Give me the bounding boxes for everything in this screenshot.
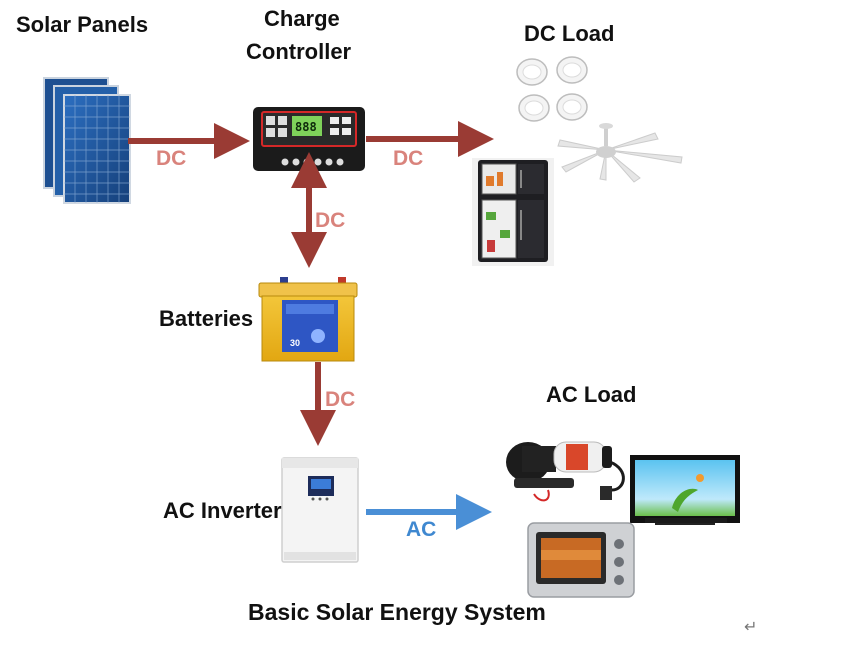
- dc-load-refrigerator-image: [472, 158, 554, 266]
- inverter-image: [281, 457, 359, 563]
- flow-label-inverter-ac-load: AC: [406, 518, 437, 541]
- flow-label-controller-dc-load: DC: [393, 147, 424, 170]
- ac-load-label: AC Load: [546, 382, 637, 407]
- ac-load-oven-image: [527, 522, 635, 598]
- ac-inverter-label: AC Inverter: [163, 498, 282, 523]
- charge-controller-label-line2: Controller: [246, 39, 352, 64]
- svg-text:888: 888: [295, 120, 317, 134]
- solar-panels-label: Solar Panels: [16, 12, 149, 37]
- flow-label-batteries-inverter: DC: [325, 388, 356, 411]
- diagram-caption: Basic Solar Energy System: [248, 599, 546, 625]
- ac-load-pump-image: [506, 441, 625, 502]
- solar-panels-image: [43, 77, 131, 204]
- svg-text:30: 30: [290, 338, 300, 348]
- dc-load-fan-image: [557, 123, 683, 183]
- batteries-label: Batteries: [159, 306, 254, 331]
- charge-controller-label-line1: Charge: [264, 6, 340, 31]
- battery-image: 30: [258, 277, 358, 362]
- paragraph-mark: ↵: [744, 619, 758, 636]
- ac-load-tv-image: [630, 455, 740, 525]
- dc-load-lights-image: [516, 56, 588, 122]
- charge-controller-image: 888: [253, 107, 365, 171]
- flow-label-panels-controller: DC: [156, 147, 187, 170]
- dc-load-label: DC Load: [524, 21, 615, 46]
- flow-label-controller-batteries: DC: [315, 209, 346, 232]
